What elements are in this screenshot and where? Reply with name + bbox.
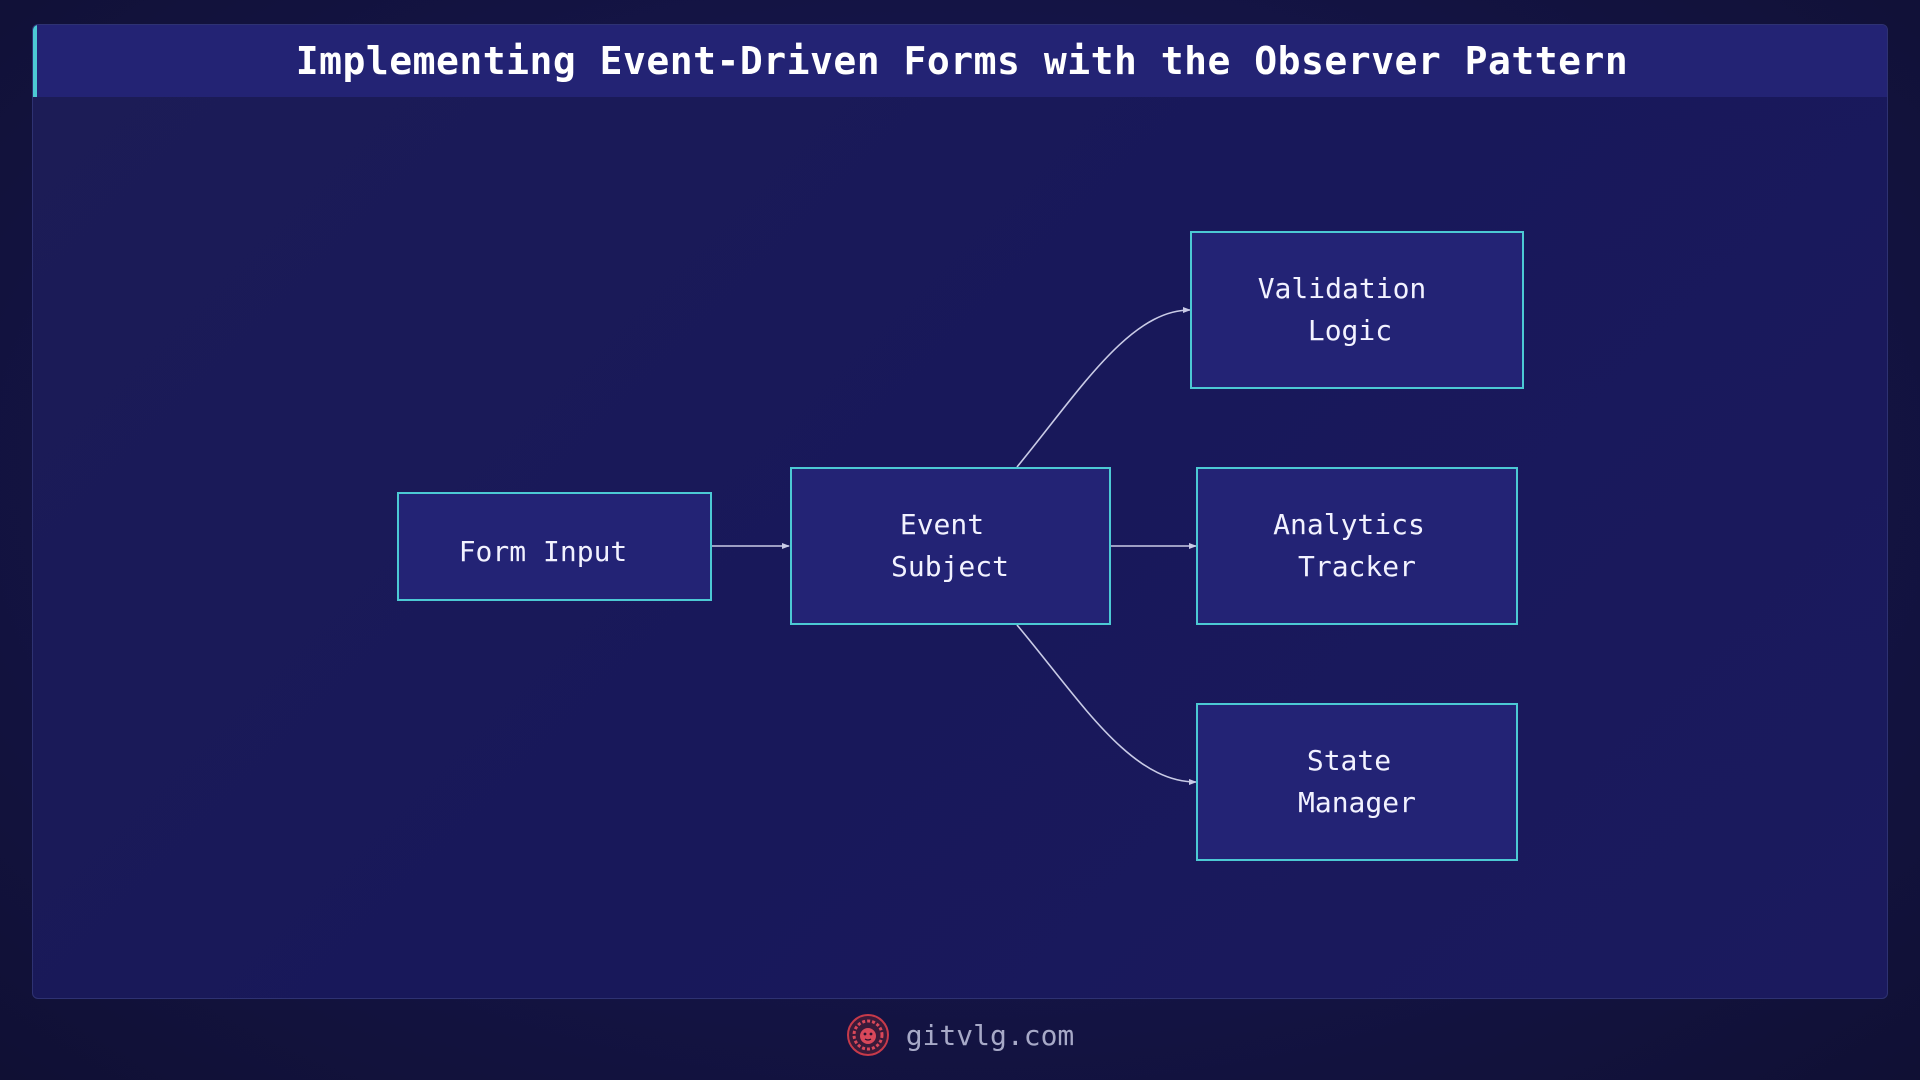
node-form-input: Form Input bbox=[397, 492, 712, 601]
node-event-subject-label-line2: Subject bbox=[891, 550, 1009, 583]
node-analytics-tracker: Analytics Tracker bbox=[1196, 467, 1518, 625]
node-state-manager-label-line1: State bbox=[1307, 744, 1391, 777]
diagram-panel: Implementing Event-Driven Forms with the… bbox=[32, 24, 1888, 999]
footer-site-link[interactable]: gitvlg.com bbox=[905, 1018, 1075, 1052]
node-state-manager-label-line2: Manager bbox=[1298, 786, 1416, 819]
node-validation-logic: Validation Logic bbox=[1190, 231, 1524, 389]
edge-event-subject-to-state-manager bbox=[1016, 624, 1197, 785]
node-form-input-label: Form Input bbox=[459, 535, 628, 568]
node-state-manager: State Manager bbox=[1196, 703, 1518, 861]
page-title: Implementing Event-Driven Forms with the… bbox=[295, 39, 1629, 83]
node-validation-logic-label-line2: Logic bbox=[1308, 314, 1392, 347]
node-validation-logic-label-line1: Validation bbox=[1258, 272, 1427, 305]
node-analytics-tracker-label-line2: Tracker bbox=[1298, 550, 1416, 583]
footer: gitvlg.com bbox=[0, 1010, 1920, 1060]
title-bar: Implementing Event-Driven Forms with the… bbox=[33, 25, 1887, 97]
node-event-subject: Event Subject bbox=[790, 467, 1111, 625]
lion-logo-icon bbox=[846, 1014, 889, 1056]
node-analytics-tracker-label-line1: Analytics bbox=[1273, 508, 1425, 541]
node-event-subject-label-line1: Event bbox=[900, 508, 984, 541]
edge-event-subject-to-validation-logic bbox=[1016, 307, 1191, 468]
